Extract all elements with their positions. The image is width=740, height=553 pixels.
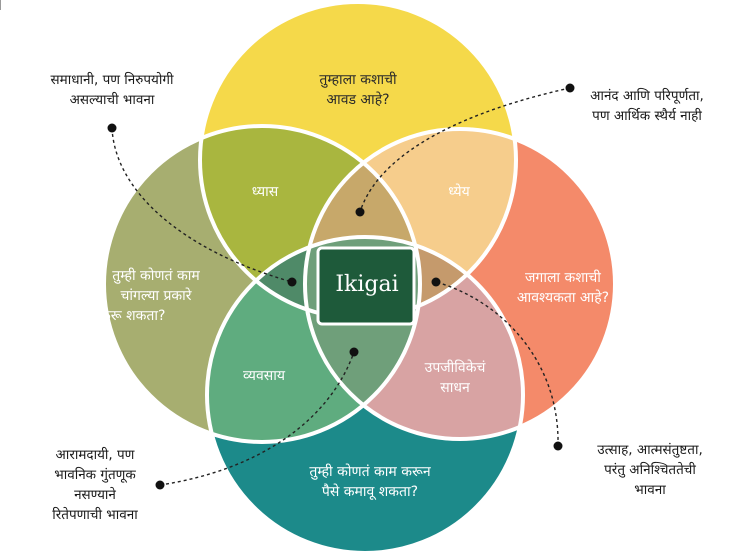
- center-box: [316, 246, 416, 326]
- note-bottom-right: उत्साह, आत्मसंतुष्टता, परंतु अनिश्चिततेच…: [565, 440, 735, 500]
- left-label-line1: तुम्ही कोणतं काम: [112, 268, 200, 284]
- note-bottom-left: आरामदायी, पण भावनिक गुंतणूक नसण्याने रित…: [20, 445, 170, 525]
- note-top-right-line2: पण आर्थिक स्थैर्य नाही: [592, 108, 702, 124]
- bottom-label-line1: तुम्ही कोणतं काम करून: [309, 464, 431, 480]
- vocation-label: उपजीविकेचं साधन: [405, 358, 505, 398]
- note-bottom-left-line3: नसण्याने: [74, 487, 116, 503]
- note-top-right-line1: आनंद आणि परिपूर्णता,: [590, 88, 704, 104]
- outline-right: [303, 127, 617, 441]
- right-label-line2: आवश्यकता आहे?: [516, 290, 610, 306]
- dot-target-left: [287, 277, 297, 287]
- connector-top-right: [359, 87, 571, 213]
- connector-bottom-right: [435, 281, 559, 447]
- left-label-line3: करू शकता?: [100, 308, 166, 324]
- dot-note-bottom-right: [553, 441, 563, 451]
- bottom-circle-label: तुम्ही कोणतं काम करून पैसे कमावू शकता?: [270, 462, 470, 502]
- left-label-line2: चांगल्या प्रकारे: [120, 288, 192, 304]
- note-bottom-left-line1: आरामदायी, पण: [55, 447, 135, 463]
- note-top-right: आनंद आणि परिपूर्णता, पण आर्थिक स्थैर्य न…: [562, 86, 732, 126]
- note-bottom-right-line3: भावना: [634, 482, 666, 498]
- dot-note-bottom-left: [155, 480, 165, 490]
- mission-label: ध्येय: [448, 184, 470, 200]
- center-label: Ikigai: [335, 272, 399, 297]
- dot-note-top-left: [107, 123, 117, 133]
- passion-label: ध्यास: [251, 184, 279, 200]
- bottom-label-line2: पैसे कमावू शकता?: [321, 484, 419, 500]
- dot-target-top: [355, 207, 365, 217]
- dot-target-right: [431, 277, 441, 287]
- right-circle-label: जगाला कशाची आवश्यकता आहे?: [498, 268, 628, 308]
- corner-mark: [0, 0, 7, 10]
- top-circle-label: तुम्हाला कशाची आवड आहे?: [288, 70, 428, 110]
- top-label-line1: तुम्हाला कशाची: [319, 72, 397, 88]
- note-bottom-left-line4: रितेपणाची भावना: [52, 507, 138, 523]
- connector-bottom-left: [159, 351, 355, 486]
- connector-top-left: [111, 127, 293, 283]
- vocation-label-line2: साधन: [440, 380, 470, 396]
- profession-label: व्यवसाय: [243, 368, 285, 384]
- note-bottom-right-line1: उत्साह, आत्मसंतुष्टता,: [597, 442, 703, 458]
- note-top-left-line2: असल्याची भावना: [69, 92, 155, 108]
- outline-bottom: [205, 235, 525, 553]
- left-circle-label: तुम्ही कोणतं काम चांगल्या प्रकारे करू शक…: [86, 266, 226, 326]
- note-top-left: समाधानी, पण निरुपयोगी असल्याची भावना: [22, 70, 202, 110]
- note-top-left-line1: समाधानी, पण निरुपयोगी: [50, 72, 174, 88]
- right-label-line1: जगाला कशाची: [525, 270, 601, 286]
- outline-left: [102, 124, 422, 444]
- dot-note-top-right: [565, 83, 575, 93]
- note-bottom-left-line2: भावनिक गुंतणूक: [54, 467, 136, 483]
- dot-target-bottom: [349, 347, 359, 357]
- vocation-label-line1: उपजीविकेचं: [424, 360, 486, 376]
- note-bottom-right-line2: परंतु अनिश्चिततेची: [604, 462, 696, 478]
- top-label-line2: आवड आहे?: [326, 92, 390, 108]
